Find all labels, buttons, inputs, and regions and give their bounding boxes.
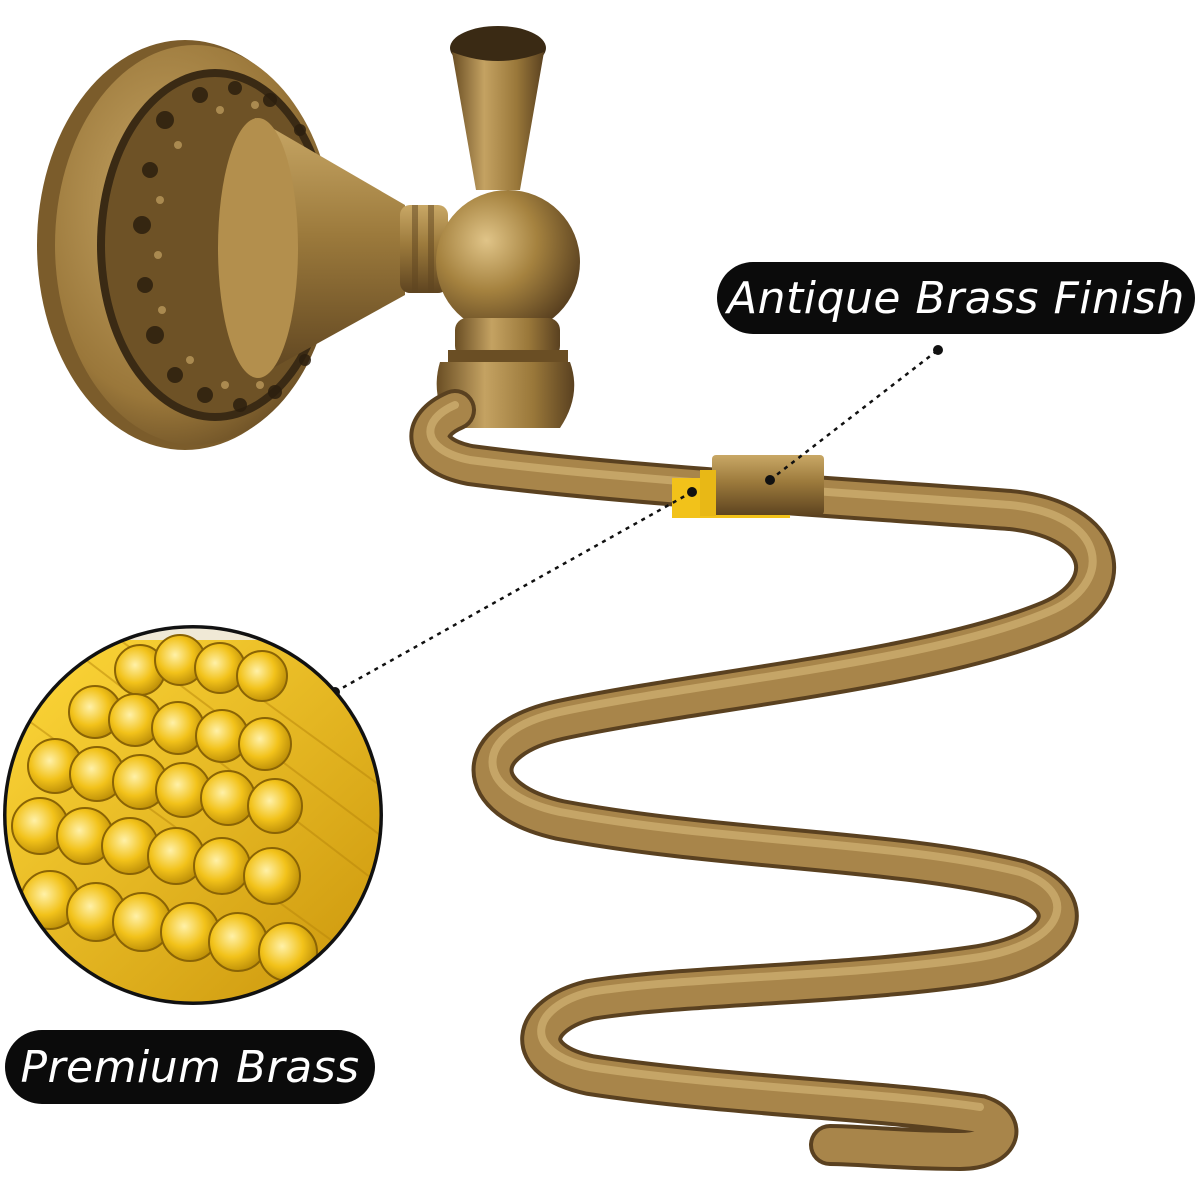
dotted-leader-line — [334, 349, 939, 694]
top-finial — [450, 26, 546, 190]
ball-joint — [436, 190, 580, 334]
callout-premium-brass: Premium Brass — [5, 1030, 375, 1104]
cutaway-section — [672, 455, 824, 518]
mount-neck — [218, 118, 448, 378]
callout-antique-brass-finish: Antique Brass Finish — [717, 262, 1195, 334]
callout-premium-brass-text: Premium Brass — [20, 1041, 360, 1093]
callout-antique-brass-finish-text: Antique Brass Finish — [727, 272, 1185, 324]
brass-rods-closeup — [3, 625, 383, 1005]
spiral-ring — [409, 389, 1117, 1172]
